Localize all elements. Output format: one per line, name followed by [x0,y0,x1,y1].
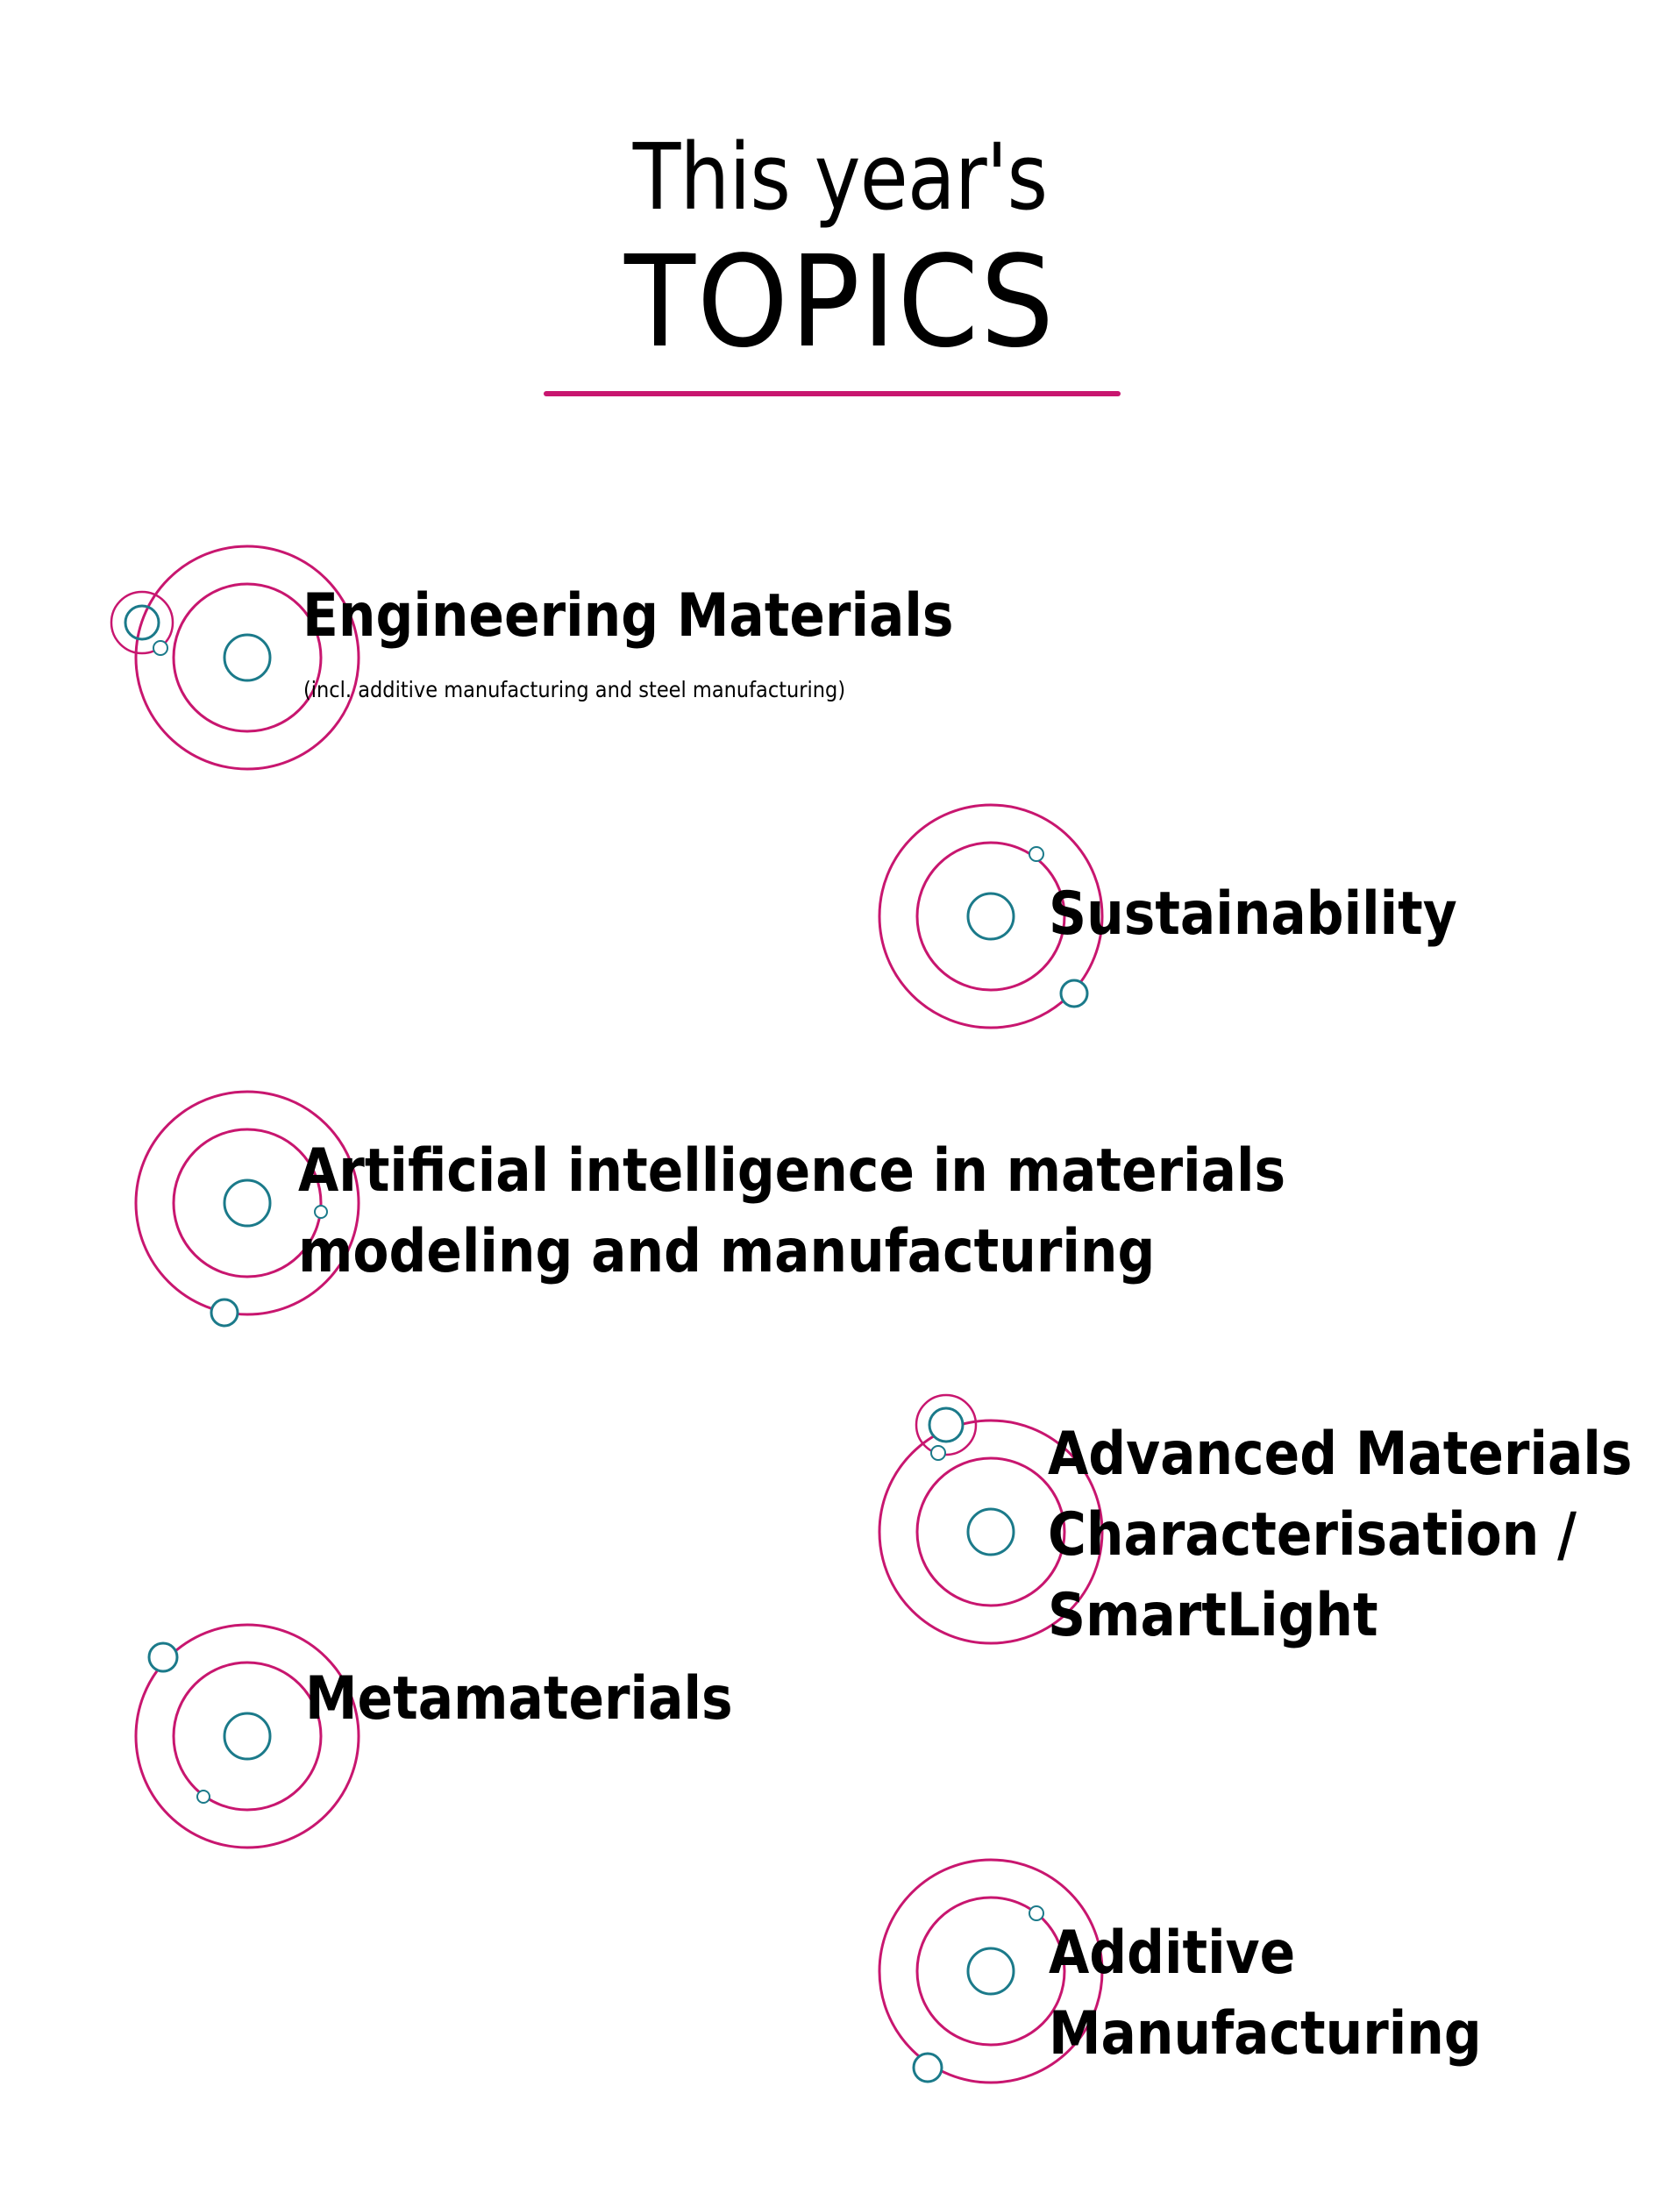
orbit-atom-icon [878,1858,1104,2084]
orbit-atom-icon [110,545,360,771]
orbit-atom-icon [878,1393,1104,1645]
title-line-2: TOPICS [624,228,1056,375]
topic-title: SmartLight [1048,1581,1378,1650]
orbit-atom-icon [134,1623,360,1849]
topic-title: Artificial intelligence in materials [298,1136,1286,1206]
topic-title: Advanced Materials [1048,1420,1633,1489]
orbit-atom-icon [878,803,1104,1029]
topic-title: Characterisation / [1048,1500,1577,1570]
topic-title: modeling and manufacturing [298,1217,1156,1286]
orbit-atom-icon [134,1090,360,1328]
title-underline [544,391,1121,396]
header: This year's TOPICS [0,0,1680,412]
topic-title: Sustainability [1049,879,1457,949]
topic-title: Metamaterials [305,1664,733,1734]
topic-title: Manufacturing [1049,1999,1482,2069]
topic-title: Engineering Materials [303,581,954,651]
title-line-1: This year's [632,124,1048,231]
topic-subtitle: (incl. additive manufacturing and steel … [303,677,846,702]
topic-title: Additive [1049,1919,1296,1988]
